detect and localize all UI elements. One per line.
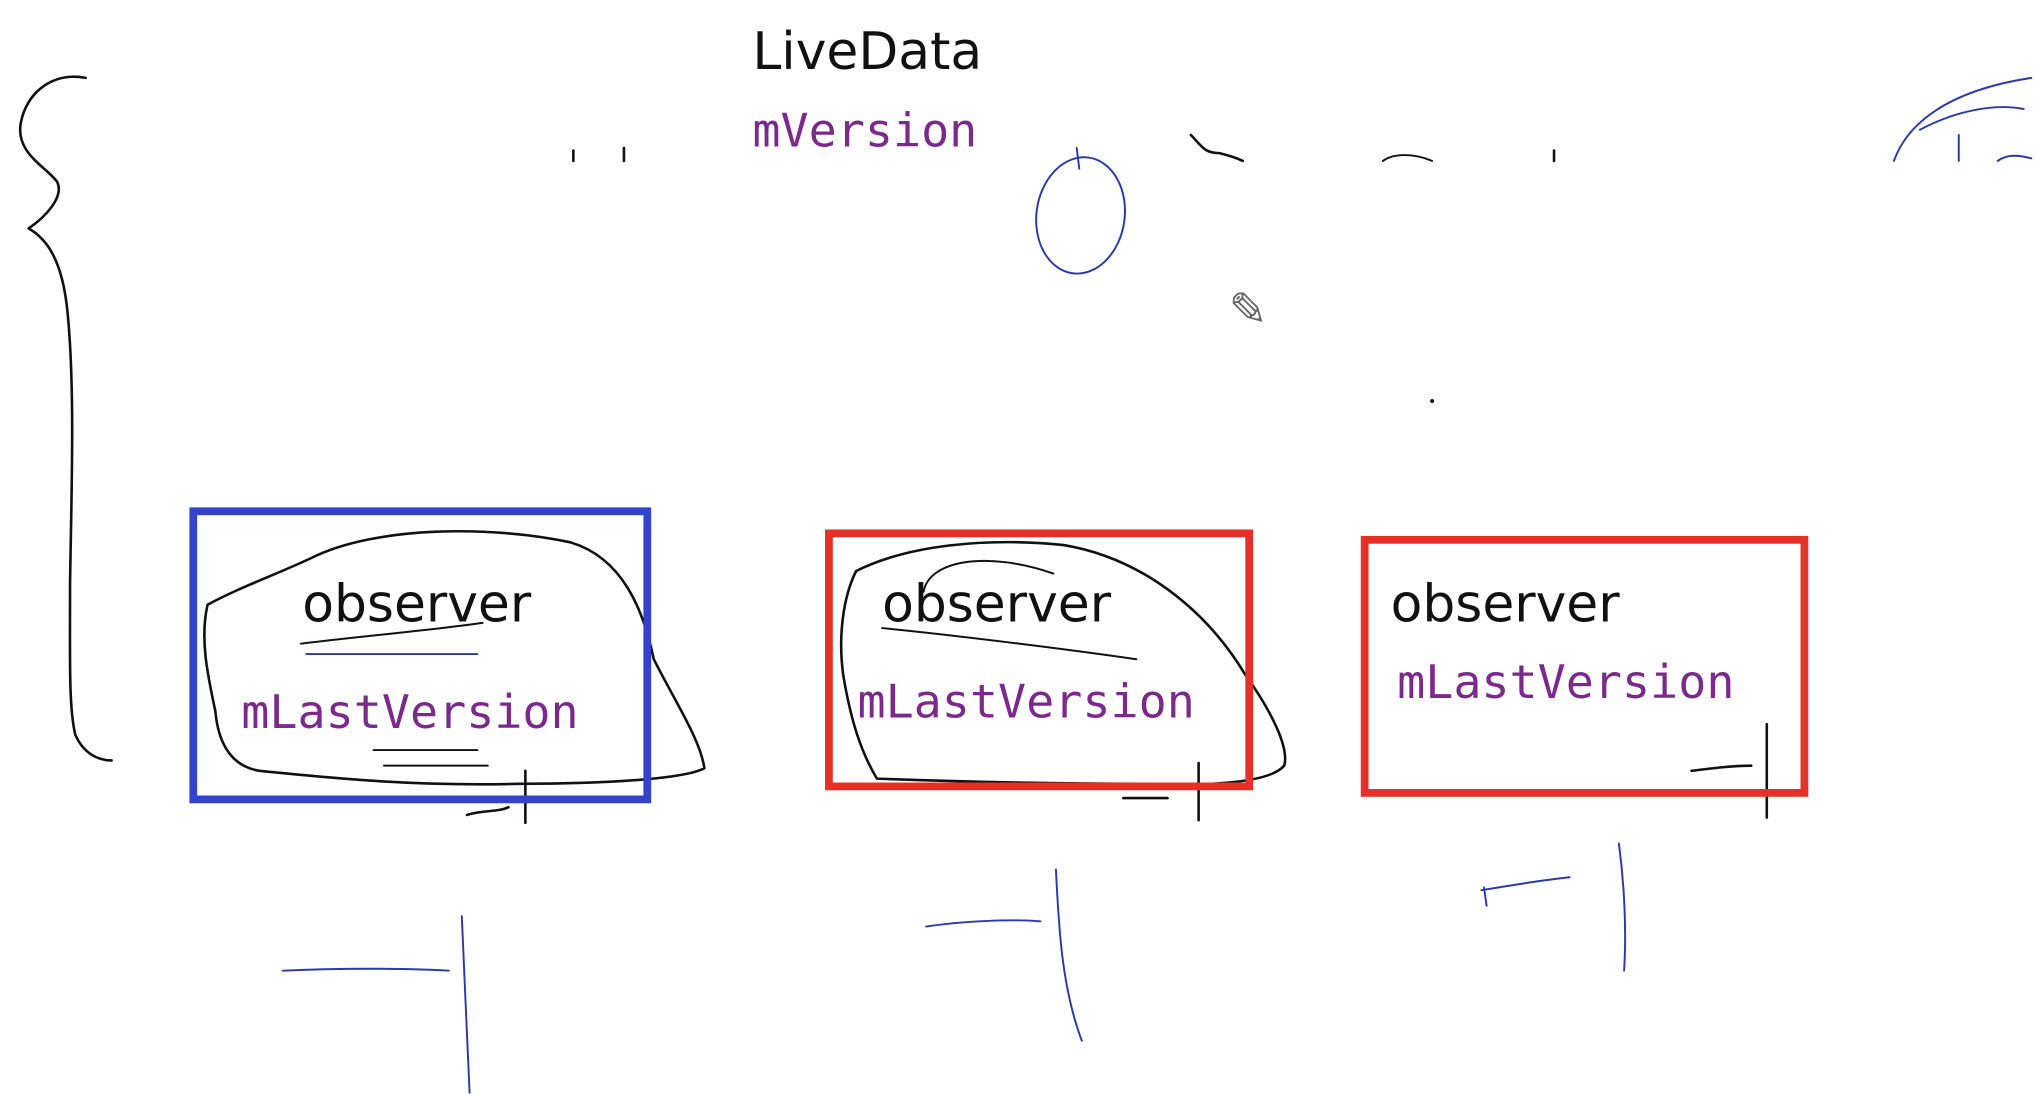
ink-brace — [18, 75, 113, 762]
observer-box-2[interactable] — [825, 529, 1254, 791]
observer-2-last-version: mLastVersion — [857, 676, 1195, 730]
observer-box-3[interactable] — [1360, 535, 1809, 797]
pencil-icon: ✎ — [1228, 284, 1268, 338]
observer-1-label: observer — [302, 574, 532, 635]
observer-2-label: observer — [882, 574, 1112, 635]
livedata-title: LiveData — [752, 22, 983, 82]
ink-circle — [1035, 156, 1126, 275]
observer-box-1[interactable] — [189, 507, 652, 804]
livedata-version-field: mVersion — [752, 105, 978, 159]
observer-1-last-version: mLastVersion — [241, 686, 579, 740]
observer-3-last-version: mLastVersion — [1397, 656, 1735, 710]
observer-3-label: observer — [1390, 574, 1620, 635]
